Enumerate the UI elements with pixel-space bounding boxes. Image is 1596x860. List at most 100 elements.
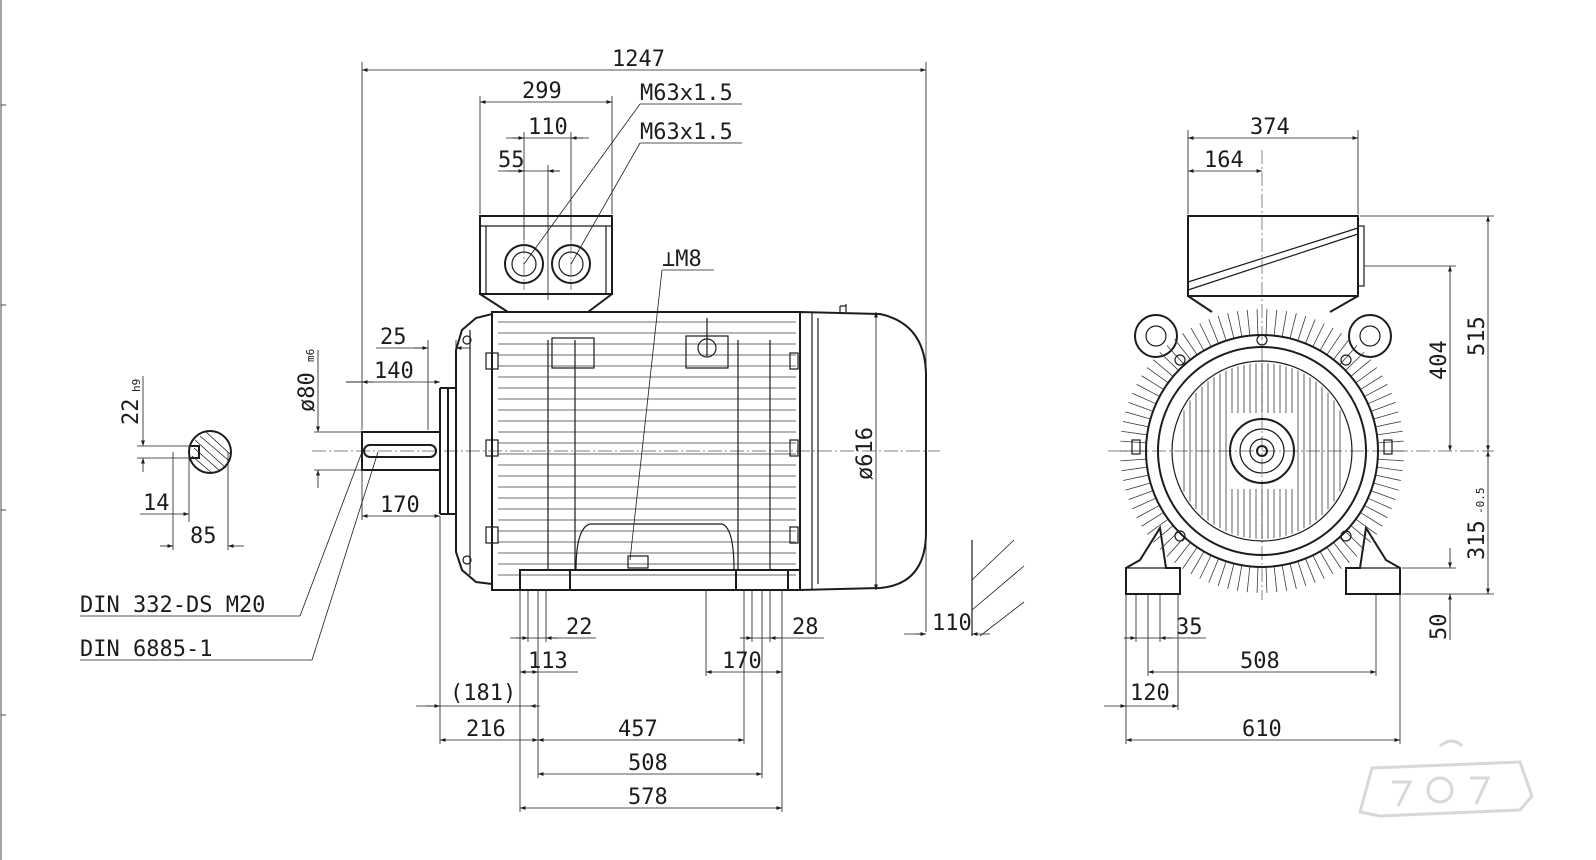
- foot-span-label: 508: [1240, 649, 1280, 674]
- foot-hole-label: 22: [566, 615, 593, 640]
- fin-line: [1281, 565, 1288, 591]
- foot-hole-front-label: 35: [1176, 615, 1203, 640]
- fin-line: [1305, 558, 1316, 583]
- fin-line: [1273, 309, 1278, 336]
- fin-line: [1367, 497, 1392, 510]
- foot-length-label: 170: [722, 649, 762, 674]
- foot-height-label: 50: [1427, 614, 1452, 641]
- fin-line: [1236, 311, 1243, 337]
- fin-line: [1136, 383, 1160, 397]
- fin-line: [1364, 383, 1388, 397]
- fin-line: [1217, 561, 1227, 587]
- cable-gland-2-label: M63x1.5: [640, 120, 733, 145]
- fin-line: [1370, 402, 1396, 412]
- fin-line: [1132, 392, 1157, 405]
- hole-spacing-2-label: 508: [628, 751, 668, 776]
- fin-line: [1208, 319, 1219, 344]
- shaft-diameter-label: ø80: [295, 372, 320, 412]
- motor-front-view: [1108, 150, 1494, 600]
- ground-hatching: [971, 539, 1025, 637]
- fin-line: [1128, 402, 1154, 412]
- fin-line: [1326, 333, 1342, 356]
- fin-line: [1123, 421, 1149, 428]
- fin-line: [1305, 319, 1316, 344]
- fan-cover-grille: [1183, 363, 1341, 539]
- fin-line: [1208, 558, 1219, 583]
- front-box-width-label: 374: [1250, 115, 1290, 140]
- base-width-label: 610: [1242, 717, 1282, 742]
- key-standard-label: DIN 6885-1: [80, 637, 212, 662]
- fin-line: [1326, 546, 1342, 569]
- fin-line: [1350, 359, 1372, 377]
- hole-spacing-1-label: 457: [618, 717, 658, 742]
- front-box-offset-label: 164: [1204, 148, 1244, 173]
- watermark-logo-mark: [1358, 739, 1534, 818]
- fin-line: [1152, 359, 1174, 377]
- fin-line: [1333, 542, 1350, 564]
- overall-length-label: 1247: [612, 47, 665, 72]
- fin-line: [1289, 563, 1297, 589]
- shaft-height-tolerance: -0.5: [1474, 488, 1487, 515]
- fin-line: [1367, 392, 1392, 405]
- fin-line: [1182, 546, 1198, 569]
- fin-line: [1146, 367, 1169, 384]
- shaft-extension-label: 140: [374, 359, 414, 384]
- fin-line: [1166, 345, 1185, 366]
- terminal-box-width-label: 299: [522, 79, 562, 104]
- fin-line: [1141, 512, 1164, 527]
- fin-line: [1360, 375, 1383, 390]
- shaft-section-view: [137, 376, 244, 550]
- fin-line: [1297, 315, 1307, 341]
- front-view-dimensions: 374 164 404 515 315 -0.5 50: [1104, 115, 1494, 744]
- fin-line: [1370, 490, 1396, 500]
- fin-line: [1375, 421, 1401, 428]
- foot-width-rear-label: 28: [792, 615, 819, 640]
- fin-line: [1121, 430, 1148, 436]
- fin-line: [1373, 411, 1399, 420]
- shaft-end-offset-label: 110: [932, 611, 972, 636]
- fin-line: [1350, 525, 1372, 543]
- fin-line: [1128, 490, 1154, 500]
- housing-cooling-fins: [498, 321, 796, 576]
- fin-line: [1136, 505, 1160, 519]
- fin-line: [1376, 466, 1403, 472]
- total-height-label: 515: [1465, 316, 1490, 356]
- fin-line: [1339, 536, 1358, 557]
- shaft-to-hole-label: 216: [466, 717, 506, 742]
- fin-line: [1125, 411, 1151, 420]
- fin-line: [1182, 333, 1198, 356]
- side-view-dimensions: 1247 299 110 55 M63x1.5 M63x1.5 ⊥M8: [80, 47, 990, 812]
- motor-side-view: [312, 215, 1025, 637]
- key-width-label: 22: [119, 399, 144, 426]
- shaft-section-dimensions: 22 h9 14 85: [119, 379, 217, 549]
- fin-line: [1174, 542, 1191, 564]
- fin-line: [1265, 309, 1268, 336]
- fin-line: [1125, 482, 1151, 491]
- fin-line: [1121, 466, 1148, 472]
- fin-line: [1246, 566, 1251, 593]
- fin-line: [1256, 566, 1259, 593]
- shaft-height-label: 315: [1465, 520, 1490, 560]
- box-height-label: 404: [1427, 340, 1452, 380]
- fin-line: [1236, 565, 1243, 591]
- fin-line: [1312, 323, 1325, 347]
- fin-line: [1312, 555, 1325, 579]
- key-width-tolerance: h9: [130, 379, 143, 392]
- fin-line: [1199, 555, 1212, 579]
- fin-line: [1123, 474, 1149, 481]
- cover-bolts: [1131, 334, 1393, 542]
- fin-line: [1217, 315, 1227, 341]
- fin-line: [1227, 313, 1235, 339]
- shaft-key-height-label: 85: [190, 524, 217, 549]
- shaft-to-foot-ref-label: (181): [450, 681, 516, 706]
- fin-line: [1132, 497, 1157, 510]
- fin-line: [1345, 531, 1365, 550]
- fin-line: [1120, 458, 1147, 462]
- fin-line: [1364, 505, 1388, 519]
- front-cooling-fins: [1120, 309, 1404, 593]
- shaft-diameter-tolerance: m6: [304, 349, 317, 362]
- fin-line: [1319, 551, 1334, 575]
- cable-gland-1-label: M63x1.5: [640, 81, 733, 106]
- fin-line: [1345, 352, 1365, 371]
